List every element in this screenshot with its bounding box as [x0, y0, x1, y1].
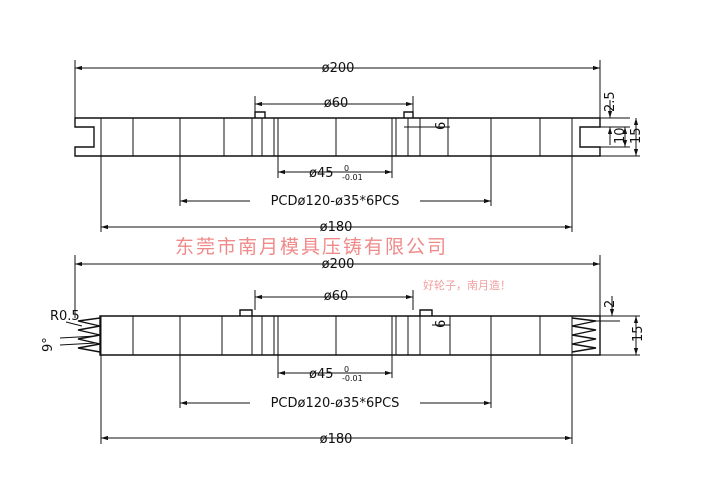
bottom-pocket: 6	[434, 320, 449, 328]
bottom-grooves-left	[77, 317, 101, 353]
top-hatch-left-rim	[100, 117, 134, 157]
top-dia-rim: ø180	[320, 220, 353, 235]
top-hatch-left-hub	[223, 117, 253, 157]
top-pcd-label: PCDø120-ø35*6PCS	[271, 194, 400, 209]
top-rim-height: 15	[629, 127, 644, 144]
bottom-groove-depth: 2	[603, 300, 618, 308]
bottom-dia-hub: ø60	[324, 289, 349, 304]
bottom-section-view: ø200 ø60 ø45 0 -0.01 PCDø120-ø35*6PCS ø1…	[41, 255, 646, 447]
bottom-hatch-right-rim	[539, 315, 573, 356]
bottom-hatch-left-rim	[100, 315, 134, 356]
bottom-hatch-left-hub	[221, 315, 253, 356]
top-groove-width: 10	[613, 127, 628, 144]
top-groove-depth: 2.5	[603, 91, 618, 112]
watermark-company: 东莞市南月模具压铸有限公司	[175, 236, 449, 258]
bottom-groove-radius: R0.5	[50, 309, 80, 324]
bottom-pcd-label: PCDø120-ø35*6PCS	[271, 396, 400, 411]
bottom-groove-angle: 9°	[41, 337, 56, 352]
top-section-view: ø200 ø60 ø45 0 -0.01 PCDø120-ø35*6PCS ø1…	[74, 60, 644, 235]
top-bore-tol-upper: 0	[344, 164, 349, 173]
top-dia-bore: ø45	[309, 166, 334, 181]
top-dia-outer: ø200	[322, 61, 355, 76]
top-pocket: 6	[434, 122, 449, 130]
bottom-bore-tol-upper: 0	[344, 365, 349, 374]
bottom-rim-height: 15	[631, 325, 646, 342]
bottom-bore-tol-lower: -0.01	[342, 374, 363, 383]
top-bore-tol-lower: -0.01	[342, 173, 363, 182]
bottom-grooves-right	[571, 317, 597, 353]
top-outline	[74, 117, 601, 157]
bottom-dia-outer: ø200	[322, 257, 355, 272]
bottom-outline	[99, 315, 601, 356]
watermark-slogan: 好轮子，南月造！	[423, 279, 511, 292]
top-dia-hub: ø60	[324, 96, 349, 111]
bottom-dia-rim: ø180	[320, 432, 353, 447]
bottom-dia-bore: ø45	[309, 367, 334, 382]
top-hatch-right-rim	[539, 117, 573, 157]
